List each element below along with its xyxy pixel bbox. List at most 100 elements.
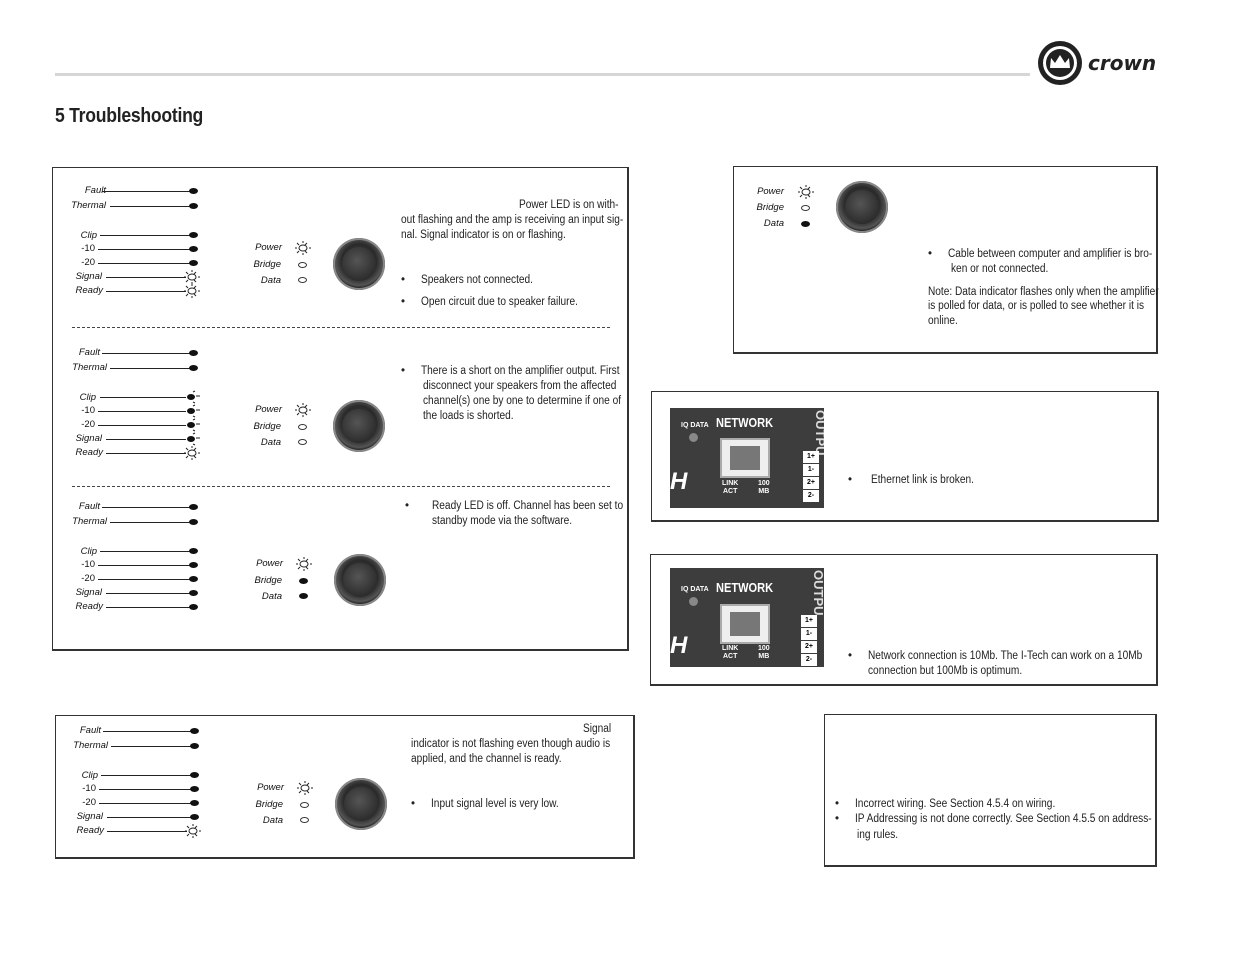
- data-label: Data: [223, 275, 281, 286]
- fault-led: [189, 350, 198, 356]
- b3-bullet-line2: ken or not connected.: [951, 262, 1048, 277]
- power-label: Power: [224, 242, 282, 253]
- ready-label: Ready: [45, 601, 103, 612]
- clip-label: Clip: [39, 546, 97, 557]
- level-knob: [333, 400, 385, 452]
- minus10-label: -10: [38, 783, 96, 794]
- bridge-led: [298, 424, 307, 430]
- signal-led-flash-icon: [184, 432, 202, 446]
- data-label: Data: [726, 218, 784, 229]
- minus10-led: [189, 246, 198, 252]
- ethernet-jack-icon: [720, 438, 770, 478]
- minus20-led-flash-icon: [184, 418, 202, 432]
- power-label: Power: [226, 782, 284, 793]
- thermal-led: [190, 743, 199, 749]
- ready-label: Ready: [45, 447, 103, 458]
- power-led-lit-icon: [294, 240, 312, 256]
- bridge-led: [299, 578, 308, 584]
- level-knob: [334, 554, 386, 606]
- fault-led: [190, 728, 199, 734]
- ready-label: Ready: [46, 825, 104, 836]
- data-label: Data: [223, 437, 281, 448]
- fault-label: Fault: [42, 347, 100, 358]
- minus10-label: -10: [37, 405, 95, 416]
- clip-led-flash-icon: [184, 390, 202, 404]
- minus20-label: -20: [37, 257, 95, 268]
- clip-label: Clip: [38, 392, 96, 403]
- thermal-led: [189, 365, 198, 371]
- iq-led: [689, 597, 698, 606]
- thermal-led: [189, 203, 198, 209]
- bridge-led: [300, 802, 309, 808]
- bridge-label: Bridge: [224, 575, 282, 586]
- clip-led: [190, 772, 199, 778]
- signal-label: Signal: [44, 271, 102, 282]
- ready-led-lit-icon: [184, 823, 202, 839]
- signal-label: Signal: [44, 587, 102, 598]
- s1-text-line1: Power LED is on with-: [519, 198, 625, 213]
- b3-note-line3: online.: [928, 314, 958, 329]
- ethernet-jack-icon: [720, 604, 770, 644]
- svg-text:crown: crown: [1088, 51, 1156, 75]
- crown-logo: crown: [1036, 39, 1186, 89]
- data-label: Data: [225, 815, 283, 826]
- troubleshoot-box-wiring: [824, 714, 1157, 867]
- fault-led: [189, 188, 198, 194]
- signal-led: [190, 814, 199, 820]
- thermal-led: [189, 519, 198, 525]
- signal-label: Signal: [44, 433, 102, 444]
- b3-note-line2: is polled for data, or is polled to see …: [928, 299, 1144, 314]
- thermal-label: Thermal: [48, 200, 106, 211]
- bridge-label: Bridge: [223, 259, 281, 270]
- clip-label: Clip: [40, 770, 98, 781]
- power-led-lit-icon: [294, 402, 312, 418]
- fault-led: [189, 504, 198, 510]
- b6-bullet-2-line2: ing rules.: [857, 828, 898, 843]
- minus20-led: [189, 576, 198, 582]
- power-led-lit-icon: [295, 556, 313, 572]
- minus10-led: [190, 786, 199, 792]
- power-label: Power: [726, 186, 784, 197]
- power-label: Power: [224, 404, 282, 415]
- ready-led: [189, 604, 198, 610]
- data-led: [299, 593, 308, 599]
- power-led-lit-icon: [797, 184, 815, 200]
- minus10-led: [189, 562, 198, 568]
- s2-bullet-line3: channel(s) one by one to determine if on…: [423, 394, 621, 409]
- s3-bullet-line2: standby mode via the software.: [432, 514, 572, 529]
- level-knob: [335, 778, 387, 830]
- power-led-lit-icon: [296, 780, 314, 796]
- minus20-led: [189, 260, 198, 266]
- level-knob: [836, 181, 888, 233]
- thermal-label: Thermal: [50, 740, 108, 751]
- page-title: 5 Troubleshooting: [55, 105, 203, 128]
- b3-note-line1: Note: Data indicator flashes only when t…: [928, 285, 1159, 300]
- fault-label: Fault: [42, 501, 100, 512]
- minus20-label: -20: [37, 573, 95, 584]
- bridge-led: [801, 205, 810, 211]
- data-label: Data: [224, 591, 282, 602]
- bridge-led: [298, 262, 307, 268]
- s1-text-line3: nal. Signal indicator is on or flashing.: [401, 228, 630, 243]
- signal-label: Signal: [45, 811, 103, 822]
- minus20-led: [190, 800, 199, 806]
- b2-text-line2: indicator is not flashing even though au…: [411, 737, 610, 752]
- signal-led: [189, 590, 198, 596]
- fault-label: Fault: [43, 725, 101, 736]
- thermal-label: Thermal: [49, 362, 107, 373]
- section-divider: [72, 486, 610, 487]
- clip-led: [189, 232, 198, 238]
- ready-led-lit-icon: [183, 445, 201, 461]
- bridge-label: Bridge: [223, 421, 281, 432]
- minus20-label: -20: [37, 419, 95, 430]
- data-led: [300, 817, 309, 823]
- clip-led: [189, 548, 198, 554]
- s2-bullet-line4: the loads is shorted.: [423, 409, 514, 424]
- fault-label: Fault: [48, 185, 106, 196]
- data-led: [801, 221, 810, 227]
- minus10-label: -10: [37, 559, 95, 570]
- data-led: [298, 277, 307, 283]
- clip-label: Clip: [39, 230, 97, 241]
- ready-label: Ready: [45, 285, 103, 296]
